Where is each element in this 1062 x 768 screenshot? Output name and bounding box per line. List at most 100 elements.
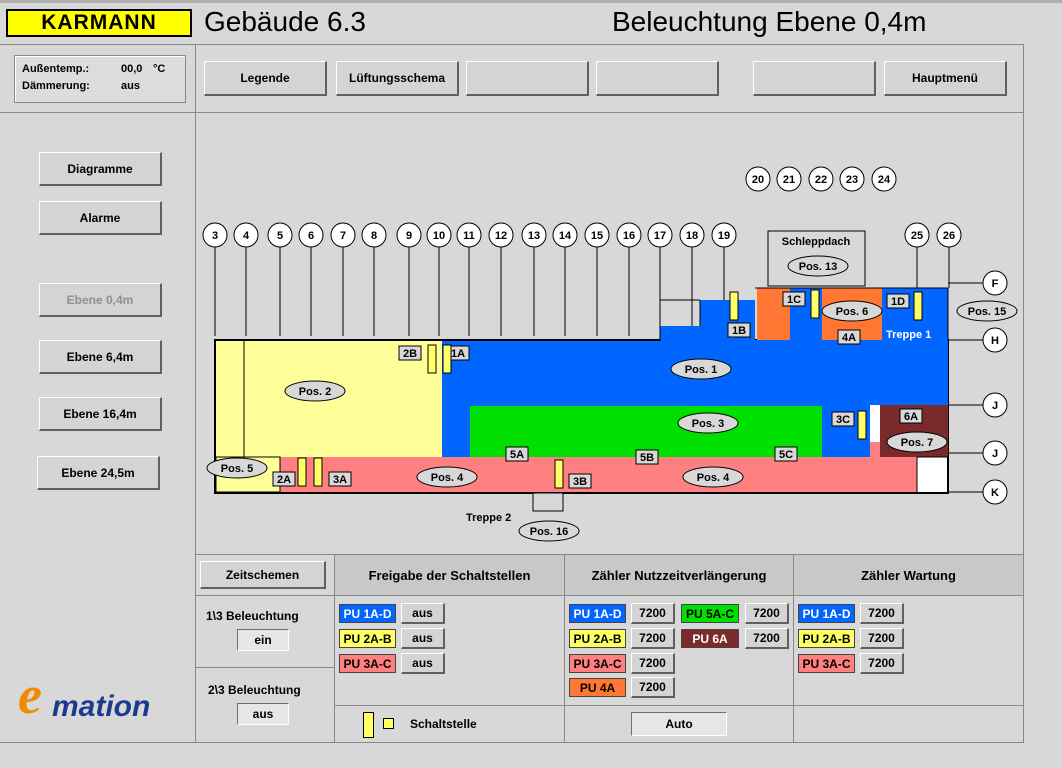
axis-marker: [904, 222, 930, 248]
switch-tag[interactable]: [774, 446, 798, 462]
switch-tag-label: 1C: [787, 294, 801, 306]
zaehler-val-2[interactable]: 7200: [631, 628, 675, 649]
switch-tag[interactable]: [782, 291, 806, 307]
zaehler-val-5[interactable]: 7200: [745, 603, 789, 624]
switch-icon[interactable]: [729, 291, 739, 321]
zeitschemen-button[interactable]: Zeitschemen: [200, 561, 326, 589]
switch-icon[interactable]: [442, 344, 452, 374]
axis-marker: [982, 392, 1008, 418]
wartung-val-3[interactable]: 7200: [860, 653, 904, 674]
axis-label: 3: [212, 230, 218, 242]
axis-marker: [488, 222, 514, 248]
axis-label: 25: [911, 230, 923, 242]
switch-icon[interactable]: [297, 457, 307, 487]
ebene-245-button[interactable]: Ebene 24,5m: [37, 456, 160, 490]
switch-icon[interactable]: [313, 457, 323, 487]
zaehler-val-6[interactable]: 7200: [745, 628, 789, 649]
position-marker[interactable]: [284, 380, 346, 402]
legende-button[interactable]: Legende: [204, 61, 327, 96]
building-title: Gebäude 6.3: [204, 6, 366, 37]
switch-tag[interactable]: [328, 471, 352, 487]
zaehler-pu-3: PU 3A-C: [569, 654, 626, 673]
switch-tag[interactable]: [568, 473, 592, 489]
wartung-val-1[interactable]: 7200: [860, 603, 904, 624]
zaehler-val-3[interactable]: 7200: [631, 653, 675, 674]
wartung-val-2[interactable]: 7200: [860, 628, 904, 649]
temp-label: Außentemp.:: [22, 63, 90, 75]
switch-tag[interactable]: [899, 408, 923, 424]
ebene-164-button[interactable]: Ebene 16,4m: [39, 397, 162, 431]
axis-marker: [330, 222, 356, 248]
divider: [0, 742, 1024, 743]
logo-text: KARMANN: [41, 11, 157, 34]
axis-label: 14: [559, 230, 572, 242]
switch-tag[interactable]: [837, 329, 861, 345]
switch-tag-label: 1A: [451, 348, 465, 360]
temp-unit: °C: [153, 63, 166, 75]
switch-tag[interactable]: [505, 446, 529, 462]
lueftungsschema-button[interactable]: Lüftungsschema: [336, 61, 459, 96]
switch-icon[interactable]: [810, 289, 820, 319]
position-marker[interactable]: [821, 300, 883, 322]
switch-icon[interactable]: [857, 410, 867, 440]
walls: [243, 287, 949, 493]
zone-green-pos3[interactable]: [470, 406, 822, 457]
ematon-e-icon: e: [18, 665, 42, 725]
switch-tag[interactable]: [727, 322, 751, 338]
axis-marker: [202, 222, 228, 248]
switch-tag[interactable]: [886, 293, 910, 309]
ebene-64-button[interactable]: Ebene 6,4m: [39, 340, 162, 374]
zaehler-val-1[interactable]: 7200: [631, 603, 675, 624]
switch-tag-label: 3A: [333, 474, 347, 486]
axis-marker: [982, 327, 1008, 353]
beleuchtung-1-value[interactable]: ein: [237, 629, 289, 651]
freigabe-val-2[interactable]: aus: [401, 628, 445, 649]
switch-icon[interactable]: [913, 291, 923, 321]
divider: [196, 667, 334, 668]
freigabe-val-1[interactable]: aus: [401, 603, 445, 624]
empty-button-3[interactable]: [753, 61, 876, 96]
karmann-logo: KARMANN: [6, 9, 192, 37]
position-marker[interactable]: [787, 255, 849, 277]
position-marker[interactable]: [956, 300, 1018, 322]
position-marker[interactable]: [670, 358, 732, 380]
alarme-button[interactable]: Alarme: [39, 201, 162, 235]
position-label: Pos. 4: [431, 472, 464, 484]
freigabe-pu-2: PU 2A-B: [339, 629, 396, 648]
empty-button-1[interactable]: [466, 61, 589, 96]
ebene-04-button[interactable]: Ebene 0,4m: [39, 283, 162, 317]
beleuchtung-2-value[interactable]: aus: [237, 703, 289, 725]
beleuchtung-1-label: 1\3 Beleuchtung: [206, 609, 299, 623]
auto-field[interactable]: Auto: [631, 712, 727, 736]
switch-tag[interactable]: [635, 449, 659, 465]
axis-label: 6: [308, 230, 314, 242]
switch-icon[interactable]: [427, 344, 437, 374]
axis-marker: [552, 222, 578, 248]
divider: [334, 705, 1023, 706]
diagramme-button[interactable]: Diagramme: [39, 152, 162, 186]
switch-tag-label: 1D: [891, 296, 905, 308]
axis-marker: [426, 222, 452, 248]
empty-button-2[interactable]: [596, 61, 719, 96]
position-marker[interactable]: [682, 466, 744, 488]
wartung-pu-1: PU 1A-D: [798, 604, 855, 623]
position-marker[interactable]: [886, 431, 948, 453]
switch-tag[interactable]: [398, 345, 422, 361]
position-marker[interactable]: [206, 457, 268, 479]
dusk-value: aus: [121, 80, 140, 92]
position-marker[interactable]: [416, 466, 478, 488]
zaehler-val-4[interactable]: 7200: [631, 677, 675, 698]
divider: [196, 595, 1023, 596]
switch-tag[interactable]: [272, 471, 296, 487]
freigabe-val-3[interactable]: aus: [401, 653, 445, 674]
position-marker[interactable]: [677, 412, 739, 434]
hauptmenue-button[interactable]: Hauptmenü: [884, 61, 1007, 96]
wartung-header: Zähler Wartung: [861, 567, 956, 583]
axis-marker: [982, 270, 1008, 296]
axis-label: 4: [243, 230, 250, 242]
switch-tag[interactable]: [831, 411, 855, 427]
axis-marker: [982, 440, 1008, 466]
position-marker[interactable]: [518, 520, 580, 542]
switch-icon[interactable]: [554, 459, 564, 489]
axis-label: 18: [686, 230, 698, 242]
